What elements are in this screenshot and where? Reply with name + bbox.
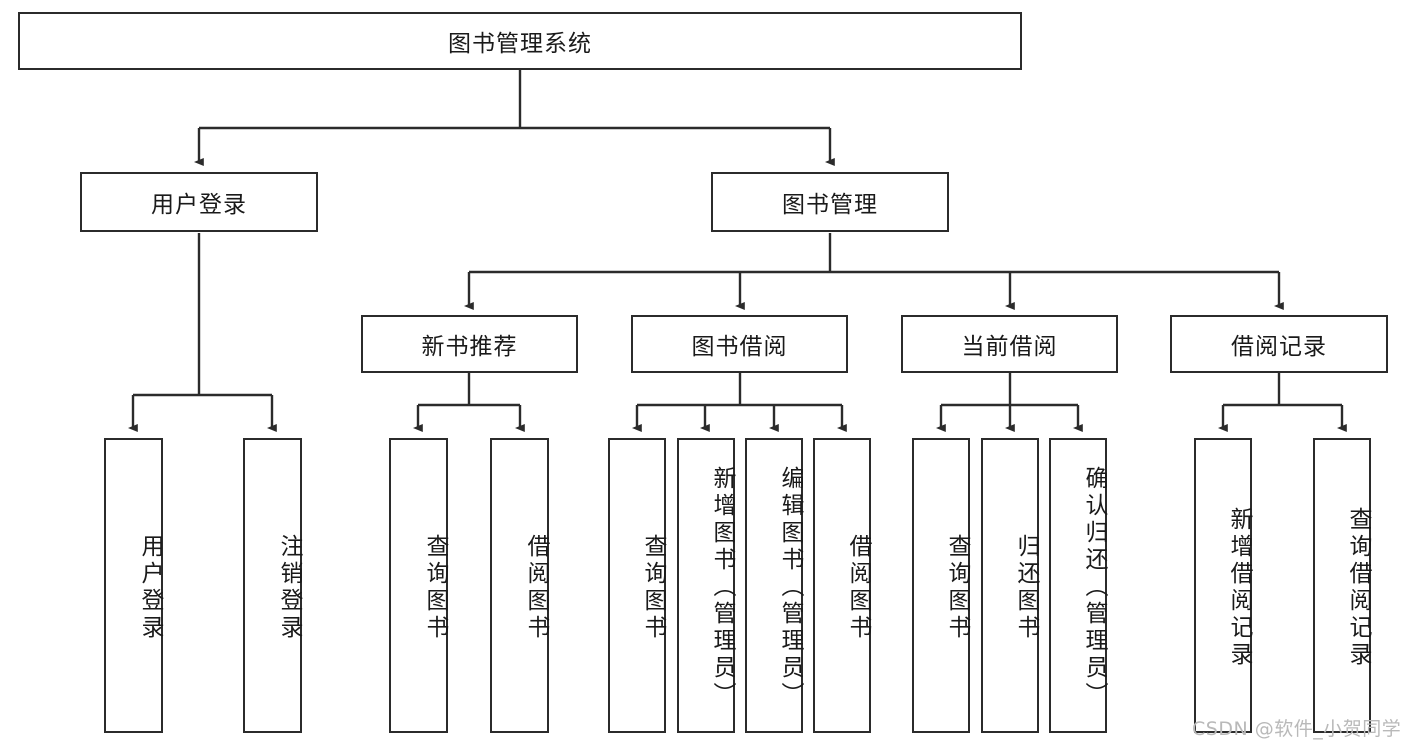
leaf-borrow-record-add[interactable]: 新增借阅记录 — [1194, 438, 1252, 733]
leaf-new-book-borrow[interactable]: 借阅图书 — [490, 438, 549, 733]
node-label: 注销登录 — [276, 533, 302, 642]
leaf-borrow-record-query[interactable]: 查询借阅记录 — [1313, 438, 1371, 733]
node-label: 图书管理系统 — [448, 31, 592, 57]
leaf-current-borrow-confirm-return[interactable]: 确认归还（管理员） — [1049, 438, 1107, 733]
node-label: 借阅记录 — [1231, 334, 1327, 360]
node-label: 借阅图书 — [845, 533, 871, 642]
node-label: 确认归还（管理员） — [1081, 466, 1107, 709]
leaf-book-borrow-query[interactable]: 查询图书 — [608, 438, 666, 733]
node-label: 新书推荐 — [421, 334, 518, 360]
node-label: 查询图书 — [944, 533, 970, 642]
node-label: 编辑图书（管理员） — [777, 466, 803, 709]
node-current-borrow[interactable]: 当前借阅 — [901, 315, 1118, 373]
leaf-user-login-logout[interactable]: 注销登录 — [243, 438, 302, 733]
node-label: 查询图书 — [422, 533, 448, 642]
node-label: 借阅图书 — [523, 533, 549, 642]
node-root-system[interactable]: 图书管理系统 — [18, 12, 1022, 70]
node-label: 查询借阅记录 — [1345, 506, 1371, 669]
leaf-new-book-query[interactable]: 查询图书 — [389, 438, 448, 733]
leaf-current-borrow-return[interactable]: 归还图书 — [981, 438, 1039, 733]
leaf-book-borrow-edit[interactable]: 编辑图书（管理员） — [745, 438, 803, 733]
node-label: 图书管理 — [782, 192, 878, 218]
leaf-user-login-signin[interactable]: 用户登录 — [104, 438, 163, 733]
node-book-management[interactable]: 图书管理 — [711, 172, 949, 232]
node-label: 新增借阅记录 — [1226, 506, 1252, 669]
node-borrow-record[interactable]: 借阅记录 — [1170, 315, 1388, 373]
node-user-login[interactable]: 用户登录 — [80, 172, 318, 232]
node-label: 用户登录 — [151, 192, 247, 218]
node-label: 图书借阅 — [691, 334, 788, 360]
node-book-borrow[interactable]: 图书借阅 — [631, 315, 848, 373]
node-label: 当前借阅 — [961, 334, 1058, 360]
leaf-book-borrow-add[interactable]: 新增图书（管理员） — [677, 438, 735, 733]
leaf-current-borrow-query[interactable]: 查询图书 — [912, 438, 970, 733]
node-label: 用户登录 — [137, 533, 163, 642]
node-label: 查询图书 — [640, 533, 666, 642]
node-new-book-recommend[interactable]: 新书推荐 — [361, 315, 578, 373]
leaf-book-borrow-lend[interactable]: 借阅图书 — [813, 438, 871, 733]
node-label: 新增图书（管理员） — [709, 466, 735, 709]
node-label: 归还图书 — [1013, 533, 1039, 642]
